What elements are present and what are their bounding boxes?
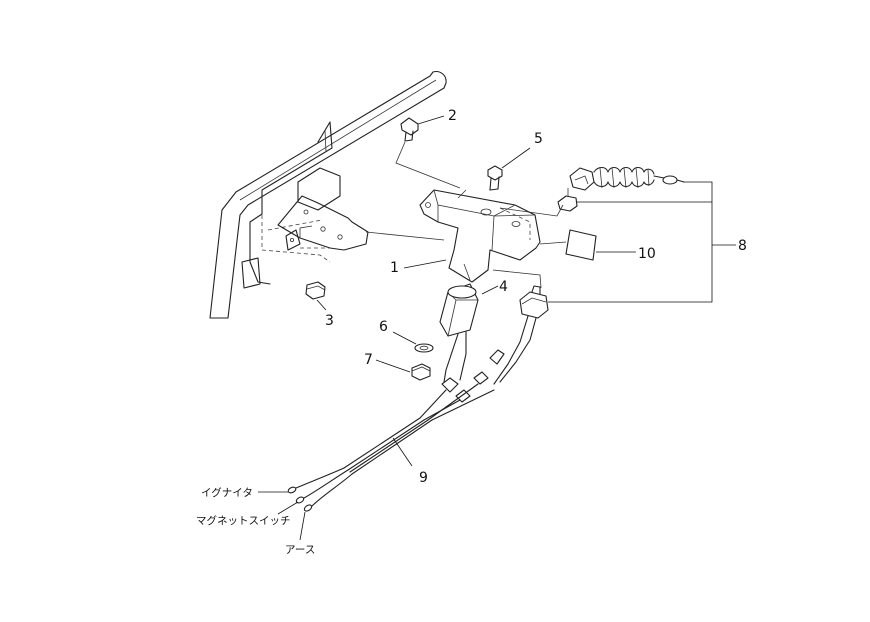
switch-connector (489, 285, 549, 385)
bracket-part-1 (365, 189, 542, 289)
callout-2: 2 (448, 108, 457, 124)
callout-6: 6 (379, 319, 388, 335)
flange-nut-part-3 (305, 281, 327, 311)
callout-4: 4 (499, 279, 508, 295)
frame-mounting-plate (277, 195, 369, 251)
callout-1: 1 (390, 260, 399, 276)
callout-7: 7 (364, 352, 373, 368)
nut-part-7 (375, 359, 431, 381)
decal-part-10 (539, 229, 636, 261)
safety-switch-part-8 (499, 166, 736, 303)
callout-3: 3 (325, 313, 334, 329)
callout-10: 10 (638, 246, 656, 262)
bolt-part-2 (395, 115, 461, 189)
frame-tube (209, 71, 447, 319)
bolt-part-5 (487, 147, 531, 191)
callout-8: 8 (738, 238, 747, 254)
washer-part-6 (392, 331, 434, 353)
callout-9: 9 (419, 470, 428, 486)
wire-label-magneto-switch: マグネットスイッチ (196, 514, 291, 527)
wire-label-earth: アース (285, 544, 315, 556)
wire-label-igniter: イグナイタ (201, 486, 253, 499)
key-switch-part-4 (439, 283, 499, 383)
wire-harness-part-9 (258, 371, 495, 541)
callout-5: 5 (534, 131, 543, 147)
